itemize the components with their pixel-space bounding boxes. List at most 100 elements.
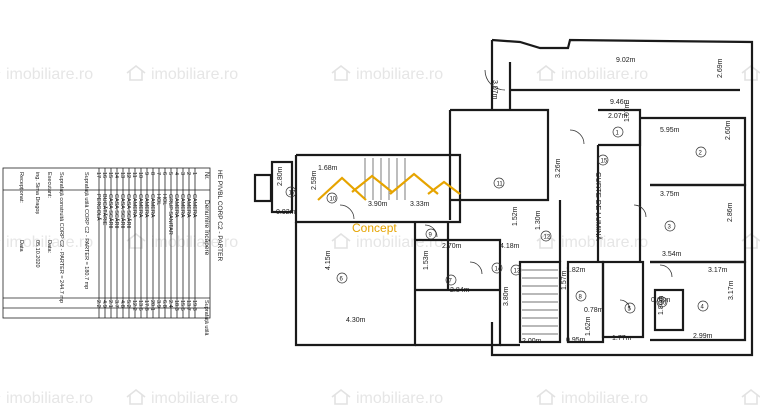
concept-logo-roofs [317, 172, 461, 201]
legend-row-area: 4.8 [119, 300, 125, 308]
watermark: imobiliare.ro [125, 64, 238, 84]
room-number-circle [575, 290, 587, 302]
legend-footer-line: Suprafață construită CORP C2 - PARTER = … [58, 172, 64, 303]
room-number: 9 [429, 233, 433, 239]
dimension-label: 3.07m [491, 80, 498, 100]
house-icon [536, 232, 556, 249]
legend-row-name: HOL [155, 194, 161, 205]
legend-row-area: 6.8 [161, 300, 167, 308]
watermark-text: imobiliare.ro [6, 66, 94, 83]
legend-row-name: BUCĂTĂRIE [101, 194, 108, 226]
legend-footer-line: ing. Sima Dragoș [34, 172, 40, 214]
legend-row-name: CAMERA [191, 194, 197, 218]
legend-row-area: 17.8 [143, 300, 149, 311]
concept-logo-text: Concept [352, 221, 397, 235]
room-number-circle [664, 220, 676, 232]
house-icon [741, 388, 760, 405]
legend-row-area: 3.7 [113, 300, 119, 308]
dimension-label: 0.95m [566, 337, 586, 344]
dimension-label: 4.18m [500, 243, 520, 250]
house-icon [331, 64, 351, 81]
room-number-circle [695, 146, 707, 158]
legend-row-area: 4.9 [101, 300, 107, 308]
dimension-label: 1.53m [423, 250, 430, 270]
legend-row-name: CAMERA [131, 194, 137, 218]
dimension-label: 3.54m [662, 251, 682, 258]
watermark: imobiliare.ro [125, 388, 238, 408]
legend-row-name: GRUP SANITAR [167, 194, 173, 235]
dimension-label: 9.02m [616, 57, 636, 64]
dimension-label: 1.82m [566, 267, 586, 274]
watermark-text: imobiliare.ro [561, 390, 649, 407]
legend-row-nr: 8 [149, 172, 155, 175]
dimension-label: 1.86m [658, 295, 665, 315]
house-icon [536, 388, 556, 405]
watermark-text: imobiliare.ro [356, 390, 444, 407]
dimension-label: 3.33m [410, 201, 430, 208]
room-number: 1 [616, 131, 620, 137]
room-number: 3 [668, 225, 672, 231]
legend-row-area: 20.1 [149, 300, 155, 311]
room-number: 17 [289, 191, 296, 197]
dimension-label: 2.60m [725, 120, 732, 140]
legend-row-area: 2.2 [95, 300, 101, 308]
legend-row-name: CASA SCĂRII [119, 194, 126, 229]
legend-nr-header: Nr. [203, 172, 209, 180]
house-icon [331, 232, 351, 249]
watermark-text: imobiliare.ro [561, 66, 649, 83]
legend-total: Suprafață utilă CORP C2 - PARTER = 180.7… [83, 172, 89, 289]
room-number: 4 [701, 305, 705, 311]
legend-row-area: 5.2 [125, 300, 131, 308]
legend-table [2, 167, 211, 319]
room-number-circle [697, 300, 709, 312]
watermark: imobiliare.ro [740, 388, 760, 408]
legend-date: 05.10.2020 [34, 240, 40, 268]
dimension-label: 3.17m [708, 267, 728, 274]
legend-row-nr: 4 [173, 172, 179, 175]
dimension-label: 1.07m [624, 102, 631, 122]
watermark: imobiliare.ro [125, 232, 238, 252]
watermark: imobiliare.ro [535, 232, 648, 252]
room-number-circle [285, 186, 297, 198]
legend-row-name: CASA SCĂRII [113, 194, 120, 229]
legend-row-nr: 5 [167, 172, 173, 175]
dimension-label: 2.84m [450, 287, 470, 294]
dimension-label: 3.90m [368, 201, 388, 208]
room-number: 5 [628, 307, 632, 313]
courtyard-label: CURTE DE LUMINĂ [594, 172, 603, 241]
dimension-label: 1.68m [318, 165, 338, 172]
legend-row-nr: 7 [155, 172, 161, 175]
legend-row-area: 18.3 [173, 300, 179, 311]
house-icon [126, 388, 146, 405]
watermark: imobiliare.ro [330, 232, 443, 252]
legend-row-area: 12.2 [131, 300, 137, 311]
dimension-label: 1.57m [561, 270, 568, 290]
legend-row-area: 2.4 [167, 300, 173, 308]
legend-row-nr: 14 [113, 172, 119, 178]
dimension-label: 0.78m [584, 307, 604, 314]
legend-row-nr: 1 [191, 172, 197, 175]
room-number-circle [326, 192, 338, 204]
walls [253, 38, 754, 357]
room-number: 2 [699, 151, 703, 157]
legend-row-nr: 6 [161, 172, 167, 175]
watermark: imobiliare.ro [0, 64, 93, 84]
room-number-circle [336, 272, 348, 284]
room-number-circle [656, 296, 668, 308]
watermark: imobiliare.ro [0, 232, 93, 252]
house-icon [126, 64, 146, 81]
dimension-label: 1.30m [535, 210, 542, 230]
legend-row-name: PERGOLĂ [95, 194, 102, 221]
legend-surface-header: Suprafață utilă [203, 300, 209, 336]
watermark-text: imobiliare.ro [356, 234, 444, 251]
legend-row-nr: 2 [185, 172, 191, 175]
watermark-text: imobiliare.ro [151, 390, 239, 407]
dimension-label: 1.62m [585, 316, 592, 336]
room-number-circle [540, 230, 552, 242]
legend-row-area: 13.7 [185, 300, 191, 311]
legend-row-name: CAMERA [137, 194, 143, 218]
watermark: imobiliare.ro [535, 64, 648, 84]
door-arcs [339, 69, 673, 311]
legend-title: Denumire încăpere [203, 200, 210, 256]
